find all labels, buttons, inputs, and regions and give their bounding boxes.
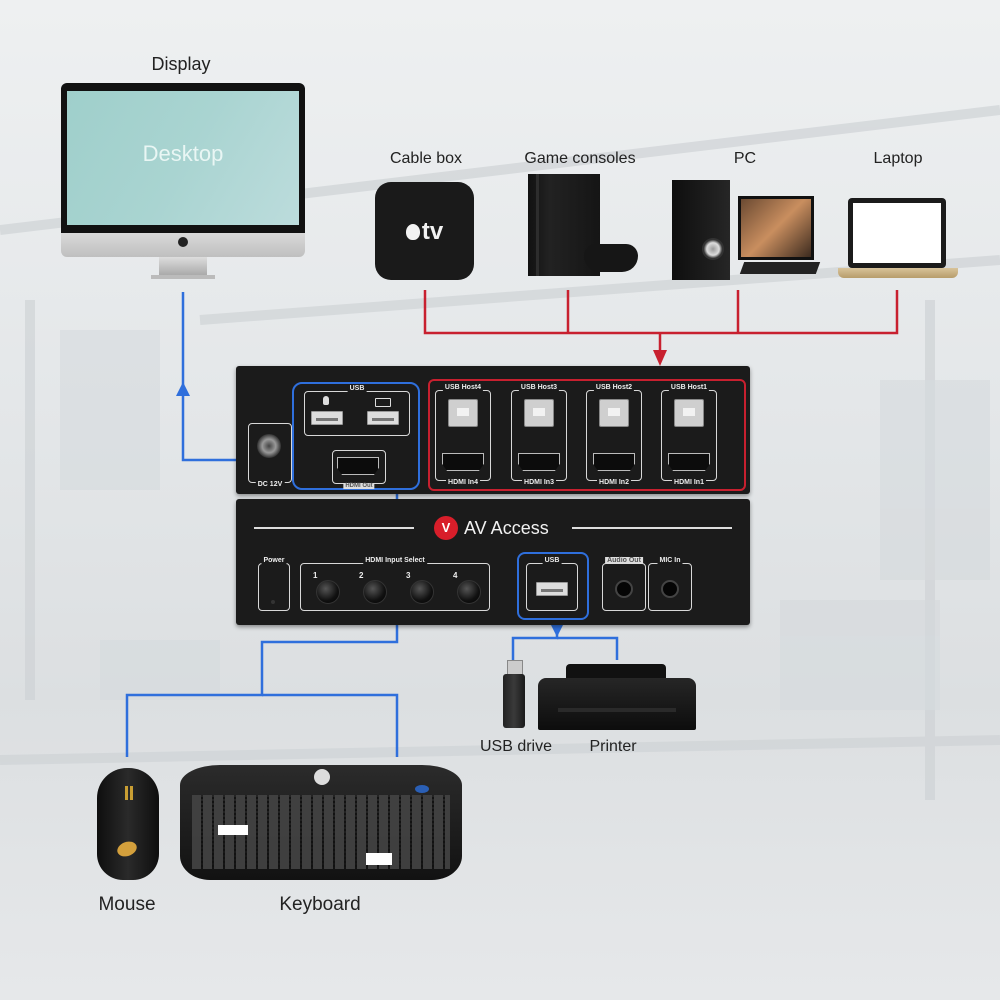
apple-tv-icon: tv — [375, 182, 474, 280]
host3-section: USB Host3 HDMI In3 — [511, 384, 567, 486]
display-arrow — [176, 382, 190, 396]
button-3-label: 3 — [406, 571, 411, 580]
input-wires — [423, 290, 899, 355]
av-access-logo-icon: V — [434, 516, 458, 540]
kvm-rear-panel: DC 12V USB HDMI Out USB Host4 HDMI In4 U… — [236, 366, 750, 494]
audio-out-jack[interactable] — [615, 580, 633, 598]
peripheral-label-mouse: Mouse — [98, 894, 156, 915]
hdmi-out-section: HDMI Out — [332, 450, 386, 489]
wire-keyboard — [262, 693, 399, 757]
keyboard-icon — [180, 765, 462, 880]
mouse-port-icon — [323, 396, 329, 405]
source-label-pc: PC — [733, 150, 757, 167]
mic-in-section: MIC In — [648, 557, 692, 611]
hdmi-input-select-label: HDMI Input Select — [363, 557, 427, 564]
front-usb-highlight — [517, 552, 589, 620]
brand-name: AV Access — [464, 517, 549, 538]
button-1-label: 1 — [313, 571, 318, 580]
usb-host2-label: USB Host2 — [593, 384, 635, 391]
hdmi-in2-port[interactable] — [593, 453, 635, 471]
keyboard-small-icon — [739, 262, 821, 274]
dc-power-label: DC 12V — [255, 481, 285, 488]
panel-divider-left — [254, 527, 414, 529]
usb-host1-label: USB Host1 — [668, 384, 710, 391]
peripheral-label-printer: Printer — [589, 738, 637, 755]
usb-mouse-port[interactable] — [311, 411, 343, 425]
usb-console-section: USB — [304, 385, 410, 436]
input-arrow — [653, 350, 667, 366]
peripheral-label-keyboard: Keyboard — [279, 894, 361, 915]
usb-drive-icon — [503, 660, 525, 728]
hdmi-in1-label: HDMI In1 — [672, 479, 706, 486]
hdmi-input-select-section: HDMI Input Select 1 2 3 4 — [300, 557, 490, 611]
game-console-icon — [528, 174, 638, 280]
hdmi-in3-port[interactable] — [518, 453, 560, 471]
front-usb-label: USB — [542, 557, 562, 564]
brand-logo: V AV Access — [434, 515, 549, 541]
front-usb-port[interactable] — [536, 582, 568, 596]
source-label-game-consoles: Game consoles — [524, 150, 636, 167]
peripheral-label-usb-drive: USB drive — [479, 738, 553, 755]
output-ports-highlight — [292, 382, 420, 490]
input-ports-highlight — [428, 379, 746, 491]
usb-host3-port[interactable] — [524, 399, 554, 427]
apple-tv-text: tv — [421, 218, 444, 245]
hdmi-in1-port[interactable] — [668, 453, 710, 471]
usb-host2-port[interactable] — [599, 399, 629, 427]
apple-logo-icon — [178, 237, 188, 247]
desktop-pc-icon — [672, 180, 822, 284]
source-label-cable-box: Cable box — [389, 150, 463, 167]
wire-cable-box — [423, 290, 899, 335]
laptop-icon — [838, 198, 958, 282]
gamepad-icon — [584, 244, 638, 272]
host1-section: USB Host1 HDMI In1 — [661, 384, 717, 486]
mic-in-jack[interactable] — [661, 580, 679, 598]
hdmi-out-label: HDMI Out — [343, 483, 375, 489]
audio-out-section: Audio Out — [602, 557, 646, 611]
hdmi-in3-label: HDMI In3 — [522, 479, 556, 486]
audio-out-label: Audio Out — [605, 557, 643, 564]
input-select-button-4[interactable] — [457, 580, 481, 604]
usb-host1-port[interactable] — [674, 399, 704, 427]
usb-host3-label: USB Host3 — [518, 384, 560, 391]
power-jack-icon — [257, 434, 281, 458]
usb-host4-port[interactable] — [448, 399, 478, 427]
monitor-icon: Desktop — [61, 83, 305, 281]
usb-console-label: USB — [347, 385, 367, 392]
usb-arrow — [551, 625, 563, 637]
host2-section: USB Host2 HDMI In2 — [586, 384, 642, 486]
hdmi-out-port[interactable] — [337, 457, 379, 475]
display-label: Display — [151, 54, 211, 74]
mouse-icon — [97, 760, 159, 880]
hdmi-in4-label: HDMI In4 — [446, 479, 480, 486]
hdmi-in4-port[interactable] — [442, 453, 484, 471]
keyboard-port-icon — [375, 398, 391, 407]
front-usb-section: USB — [526, 557, 578, 611]
screen-text: Desktop — [142, 141, 224, 166]
printer-icon — [538, 664, 696, 730]
power-label: Power — [261, 557, 287, 564]
dc-power-section: DC 12V — [248, 423, 292, 488]
wire-display — [181, 292, 255, 462]
kvm-front-panel: V AV Access Power HDMI Input Select 1 2 … — [236, 499, 750, 625]
input-select-button-1[interactable] — [316, 580, 340, 604]
panel-divider-right — [572, 527, 732, 529]
power-indicator-section: Power — [258, 557, 290, 611]
host4-section: USB Host4 HDMI In4 — [435, 384, 491, 486]
usb-host4-label: USB Host4 — [442, 384, 484, 391]
button-2-label: 2 — [359, 571, 364, 580]
usb-keyboard-port[interactable] — [367, 411, 399, 425]
power-led — [271, 600, 275, 604]
apple-logo-icon — [405, 224, 420, 240]
input-select-button-2[interactable] — [363, 580, 387, 604]
input-select-button-3[interactable] — [410, 580, 434, 604]
button-4-label: 4 — [453, 571, 458, 580]
source-label-laptop: Laptop — [873, 150, 923, 167]
hdmi-in2-label: HDMI In2 — [597, 479, 631, 486]
mic-in-label: MIC In — [657, 557, 683, 564]
